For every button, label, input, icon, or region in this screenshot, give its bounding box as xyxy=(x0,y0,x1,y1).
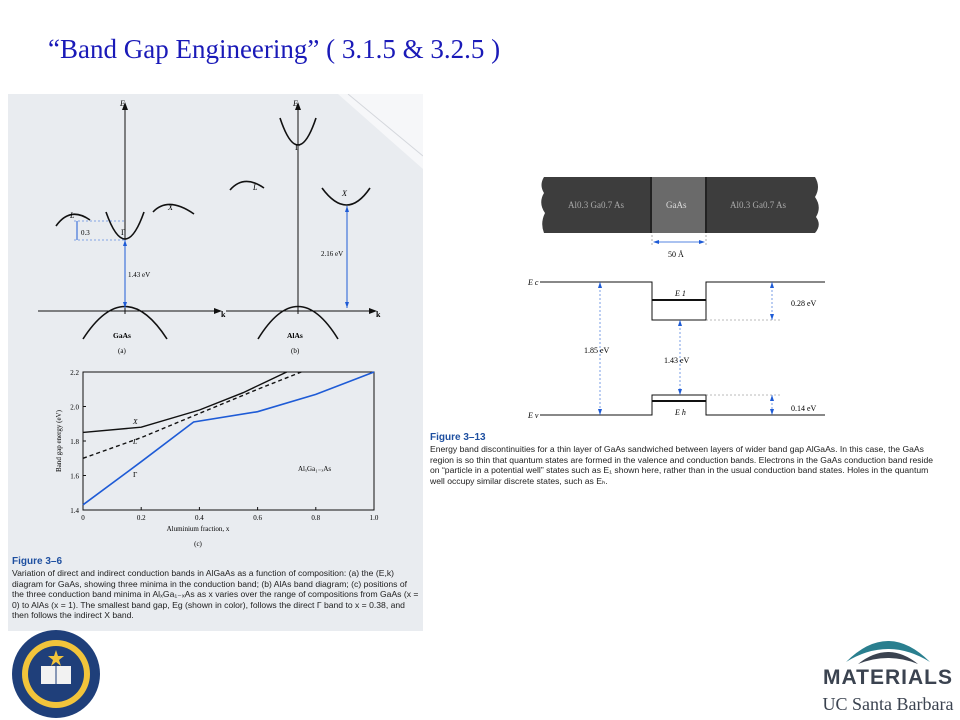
label-x: X xyxy=(167,203,174,212)
x-tick-label: 0.8 xyxy=(311,514,320,522)
delta-ec-label: 0.28 eV xyxy=(791,299,817,308)
uc-seal-logo xyxy=(12,630,100,718)
x-tick-label: 0.6 xyxy=(253,514,262,522)
figure-3-13-caption: Figure 3–13 Energy band discontinuities … xyxy=(430,432,935,486)
curve-label-gamma: Γ xyxy=(133,470,138,479)
layer-right-label: Al0.3 Ga0.7 As xyxy=(730,200,786,210)
y-axis-label: Band gap energy (eV) xyxy=(55,409,63,472)
caption-heading: Figure 3–6 xyxy=(12,556,63,567)
well-width-label: 50 Å xyxy=(668,250,684,259)
axis-e-label: E xyxy=(292,99,298,108)
ec-label: E c xyxy=(527,278,539,287)
e1-label: E 1 xyxy=(674,289,686,298)
figure-3-13-diagram: Al0.3 Ga0.7 As GaAs Al0.3 Ga0.7 As 50 Å … xyxy=(527,177,825,420)
eh-label: E h xyxy=(674,408,686,417)
gap-main-value: 2.16 eV xyxy=(321,250,343,258)
layer-middle-label: GaAs xyxy=(666,200,687,210)
panel-tag: (c) xyxy=(194,540,202,548)
gap-wide-label: 1.85 eV xyxy=(584,346,610,355)
x-tick-label: 0.2 xyxy=(137,514,146,522)
caption-body: Variation of direct and indirect conduct… xyxy=(12,568,419,621)
scan-glare xyxy=(338,94,423,169)
panel-tag: (b) xyxy=(291,347,300,355)
delta-ev-label: 0.14 eV xyxy=(791,404,817,413)
panel-c-chart: 0 0.2 0.4 0.6 0.8 1.0 2.2 2.0 1.8 1.6 1.4 X L Γ Al… xyxy=(55,369,379,548)
plot-frame xyxy=(82,371,375,511)
y-tick-label: 1.6 xyxy=(70,473,79,481)
curve-gamma xyxy=(82,371,375,506)
gap-l-value: 0.3 xyxy=(81,229,90,237)
materials-ucsb-logo: MATERIALS UC Santa Barbara xyxy=(823,641,954,714)
axis-k-label: k xyxy=(221,310,226,319)
caption-heading: Figure 3–13 xyxy=(430,432,486,443)
y-tick-label: 1.8 xyxy=(70,438,79,446)
ev-label: E v xyxy=(527,411,539,420)
label-x: X xyxy=(341,189,348,198)
gap-well-label: 1.43 eV xyxy=(664,356,690,365)
figure-3-6-diagrams: E k L X Γ 0.3 1.43 eV GaAs (a) xyxy=(38,94,423,548)
brand-line1: MATERIALS xyxy=(823,666,953,689)
layer-middle xyxy=(652,177,705,233)
figure-3-6-caption: Figure 3–6 Variation of direct and indir… xyxy=(12,556,420,621)
axis-k-label: k xyxy=(376,310,381,319)
panel-b-alas: E k L X Γ 2.16 eV AlAs (b) xyxy=(226,99,381,355)
material-label: GaAs xyxy=(113,331,131,340)
brand-line2: UC Santa Barbara xyxy=(823,694,954,714)
figure-3-6-panel: E k L X Γ 0.3 1.43 eV GaAs (a) xyxy=(8,94,423,631)
x-tick-label: 0 xyxy=(81,514,85,522)
panel-tag: (a) xyxy=(118,347,126,355)
caption-body: Energy band discontinuities for a thin l… xyxy=(430,444,934,486)
layer-left-label: Al0.3 Ga0.7 As xyxy=(568,200,624,210)
curve-label-l: L xyxy=(132,437,137,446)
curve-label-x: X xyxy=(132,417,138,426)
gap-main-value: 1.43 eV xyxy=(128,271,150,279)
tick-group: 0 0.2 0.4 0.6 0.8 1.0 2.2 2.0 1.8 1.6 1.4 xyxy=(70,369,379,522)
panel-a-gaas: E k L X Γ 0.3 1.43 eV GaAs (a) xyxy=(38,99,226,355)
material-label: AlAs xyxy=(287,331,303,340)
compound-label: AlₓGa₁₋ₓAs xyxy=(298,465,331,473)
slide-title: “Band Gap Engineering” ( 3.1.5 & 3.2.5 ) xyxy=(48,34,501,64)
curve-l xyxy=(82,371,302,459)
label-gamma: Γ xyxy=(295,143,300,152)
x-tick-label: 0.4 xyxy=(195,514,204,522)
axis-e-label: E xyxy=(119,99,125,108)
curve-x xyxy=(82,371,288,434)
y-tick-label: 1.4 xyxy=(70,507,79,515)
label-gamma: Γ xyxy=(121,228,126,237)
y-tick-label: 2.0 xyxy=(70,404,79,412)
x-tick-label: 1.0 xyxy=(370,514,379,522)
label-l: L xyxy=(69,211,75,220)
label-l: L xyxy=(252,183,258,192)
layer-right xyxy=(707,177,819,233)
x-axis-label: Aluminium fraction, x xyxy=(167,525,230,533)
y-tick-label: 2.2 xyxy=(70,369,79,377)
layer-left xyxy=(541,177,650,233)
